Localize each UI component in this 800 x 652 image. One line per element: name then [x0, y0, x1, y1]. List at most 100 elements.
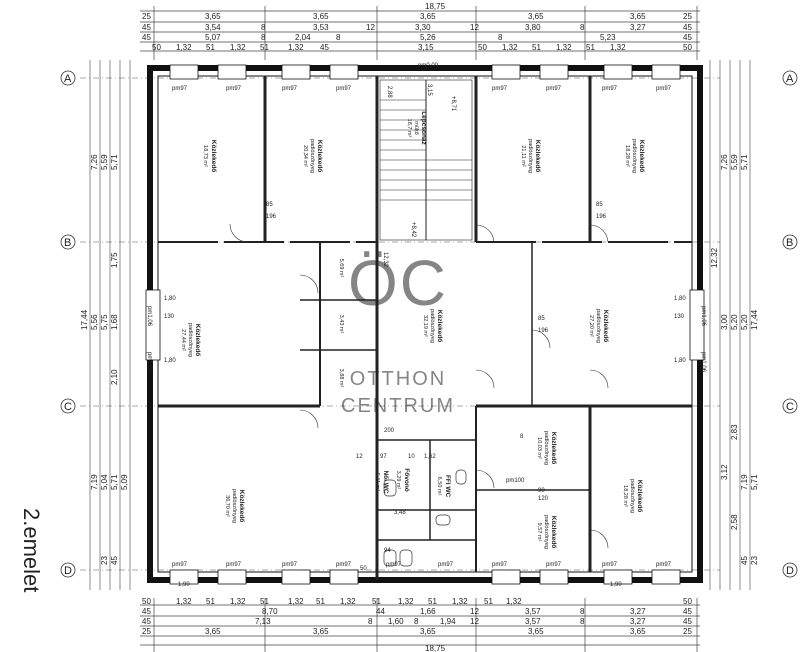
top-dim: 3,65	[630, 12, 646, 21]
left-dim: 1,68	[110, 314, 119, 330]
top-dim: 3,54	[205, 23, 221, 32]
room-area: 5,69 m²	[338, 259, 344, 278]
room-area: 18,28 m²	[622, 485, 628, 507]
top-dim: 50	[683, 43, 692, 52]
right-dims: 7,26 5,59 5,71 12,32 3,00 5,20 5,20 17,4…	[710, 154, 759, 565]
right-dim: 3,12	[720, 464, 729, 480]
level-marker: pm97	[172, 86, 188, 92]
level-marker: pm100	[506, 478, 525, 484]
floor-label: 2.emelet	[19, 508, 44, 592]
axis-label-d: D	[64, 565, 72, 577]
stair-level: +8,42	[410, 222, 416, 238]
bottom-dim: 45	[142, 617, 151, 626]
top-dim: 5,26	[420, 33, 436, 42]
top-dim: 12	[470, 23, 479, 32]
top-dim: 2,04	[295, 33, 311, 42]
left-dim: 1,75	[110, 252, 119, 268]
top-dim: 3,65	[528, 12, 544, 21]
left-dim: 5,59	[100, 154, 109, 170]
bottom-dim: 51	[260, 597, 269, 606]
opening-dim: 130	[164, 314, 175, 320]
top-dim: 51	[586, 43, 595, 52]
top-dim: 1,32	[610, 43, 626, 52]
top-dim: 3,53	[313, 23, 329, 32]
opening-dim: 120	[538, 496, 549, 502]
right-dim: 17,44	[750, 309, 759, 330]
opening-dim: 85	[596, 202, 603, 208]
level-marker: pm97	[656, 562, 672, 568]
sanitary-fixtures	[383, 469, 467, 567]
top-dim: 3,30	[415, 23, 431, 32]
room-area: 3,29 m²	[395, 471, 401, 490]
right-dim: 3,00	[720, 314, 729, 330]
room-area: 5,11 m²	[374, 473, 380, 491]
opening-dim: 196	[596, 214, 607, 220]
top-dim: 1,32	[502, 43, 518, 52]
side-dimension-lines	[89, 60, 751, 590]
bottom-dim: 3,57	[525, 607, 541, 616]
opening-dim: 85	[538, 316, 545, 322]
top-dim: 12	[366, 23, 375, 32]
top-dim: 45	[320, 43, 329, 52]
bottom-dim: 8,70	[262, 607, 278, 616]
right-dim: 5,71	[750, 474, 759, 490]
level-marker: pm97	[282, 562, 298, 568]
right-dim: 2,83	[730, 424, 739, 440]
right-dim: 2,58	[730, 514, 739, 530]
bottom-dim: 3,65	[528, 627, 544, 636]
window-openings	[145, 64, 705, 585]
top-dim: 3,65	[205, 12, 221, 21]
bottom-dim: 51	[206, 597, 215, 606]
opening-dim: 10	[408, 454, 415, 460]
opening-dim: 50	[360, 566, 367, 572]
top-dim: 25	[683, 12, 692, 21]
level-marker: pm97	[172, 562, 188, 568]
bottom-dim: 8	[580, 617, 585, 626]
right-dim: 5,59	[730, 154, 739, 170]
bottom-dim: 7,13	[255, 617, 271, 626]
top-dim: 25	[142, 12, 151, 21]
top-dim: 8	[261, 23, 266, 32]
room-area: 32,19 m²	[422, 315, 428, 337]
right-dim: 7,19	[740, 474, 749, 490]
top-dim: 1,32	[230, 43, 246, 52]
bottom-dim: 1,66	[420, 607, 436, 616]
bottom-dim: 3,65	[313, 627, 329, 636]
bottom-dim: 1,32	[398, 597, 414, 606]
room-name: Közlekedő	[210, 140, 217, 173]
room-labels: Közlekedő 18,73 m² Közlekedő padlószőnye…	[180, 111, 645, 549]
level-markers: pm97 pm97 pm97 pm97 pm97 pm97 pm97 pm97 …	[146, 63, 706, 568]
bottom-dim: 1,32	[230, 597, 246, 606]
bottom-dim: 8	[414, 617, 419, 626]
axis-label-c-right: C	[786, 401, 794, 413]
room-sub: padlószőnyeg	[231, 489, 237, 523]
top-dimension-chains	[140, 6, 700, 60]
left-dims: 7,26 5,59 5,71 1,75 17,44 5,56 5,75 1,68…	[80, 154, 129, 565]
top-dim: 50	[152, 43, 161, 52]
bottom-dim: 25	[683, 627, 692, 636]
axis-label-b: B	[64, 237, 71, 249]
left-dim: 5,04	[100, 474, 109, 490]
room-name: Közlekedő	[194, 324, 201, 357]
bottom-dim: 1,32	[452, 597, 468, 606]
opening-dim: 200	[384, 428, 395, 434]
top-dim: 3,27	[630, 23, 646, 32]
left-dim: 45	[110, 556, 119, 565]
room-area: 21,11 m²	[520, 145, 526, 166]
right-dim: 5,20	[730, 314, 739, 330]
room-name: Közlekedő	[638, 140, 645, 173]
left-dim: 5,56	[90, 314, 99, 330]
bottom-dim: 1,32	[176, 597, 192, 606]
bottom-dim: 45	[683, 607, 692, 616]
left-dim: 5,09	[120, 474, 129, 490]
room-sub: padlószőnyeg	[631, 139, 637, 173]
bottom-dim: 1,32	[340, 597, 356, 606]
level-marker: pm97	[602, 86, 618, 92]
top-dim: 8	[580, 23, 585, 32]
left-dim: 23	[100, 556, 109, 565]
level-marker: pm1,06	[700, 306, 706, 327]
room-area: 6,50 m²	[436, 477, 442, 496]
right-dim: 5,71	[740, 154, 749, 170]
top-dim: 8	[261, 33, 266, 42]
stair-level: 12,32	[382, 252, 388, 268]
